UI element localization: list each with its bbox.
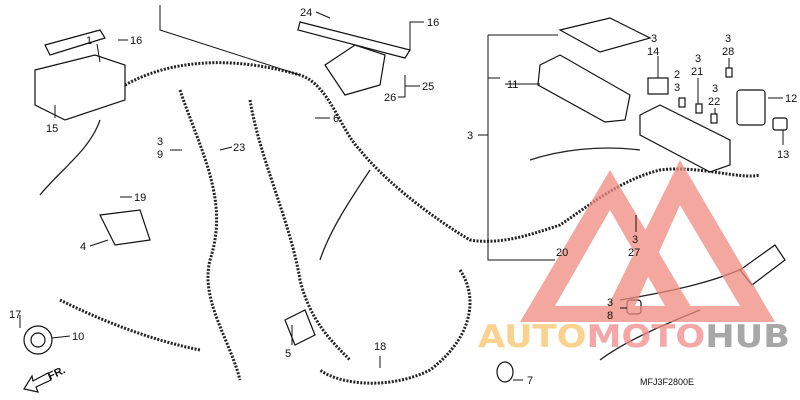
callout-22: 22 (708, 96, 720, 108)
callout-9: 9 (157, 149, 163, 161)
callout-3: 3 (607, 297, 613, 309)
callout-4: 4 (80, 241, 86, 253)
fuse-28 (725, 67, 733, 78)
callout-14: 14 (647, 46, 659, 58)
watermark-moto: MOTO (587, 319, 706, 355)
fuse-box-cover (537, 54, 631, 123)
callout-1: 1 (86, 35, 92, 47)
callout-6: 6 (333, 113, 339, 125)
callout-15: 15 (46, 123, 58, 135)
front-label: FR. (46, 364, 67, 382)
callout-3: 3 (467, 130, 473, 142)
callout-16: 16 (427, 17, 439, 29)
fuse-22 (710, 113, 718, 124)
callout-3: 3 (695, 53, 701, 65)
fuse-box (639, 104, 731, 173)
callout-13: 13 (777, 149, 789, 161)
callout-20: 20 (556, 247, 568, 259)
callout-25: 25 (422, 81, 434, 93)
bracket-4 (99, 209, 151, 246)
watermark-hub: HUB (705, 319, 790, 355)
callout-28: 28 (722, 46, 734, 58)
callout-labels: 1 16 15 24 16 25 26 6 3 9 23 19 4 17 10 … (9, 7, 797, 387)
stay-bracket (297, 21, 411, 59)
callout-5: 5 (285, 348, 291, 360)
callout-21: 21 (691, 66, 703, 78)
leader-lines (19, 5, 784, 381)
callout-3: 3 (632, 234, 638, 246)
parts (23, 17, 788, 383)
callout-18: 18 (374, 341, 386, 353)
relay-12 (736, 89, 766, 126)
clamp-7 (496, 361, 514, 383)
callout-26: 26 (384, 92, 396, 104)
callout-10: 10 (72, 331, 84, 343)
front-arrow-icon (23, 372, 52, 393)
ecu-unit (34, 54, 126, 121)
drawing-code: MFJ3F2800E (640, 377, 694, 387)
callout-12: 12 (785, 93, 797, 105)
callout-17: 17 (9, 309, 21, 321)
callout-23: 23 (233, 142, 245, 154)
bracket-5 (284, 309, 316, 346)
callout-7: 7 (527, 375, 533, 387)
callout-8: 8 (607, 310, 613, 322)
fuse-2 (678, 97, 686, 108)
callout-19: 19 (134, 192, 146, 204)
callout-11: 11 (507, 79, 518, 91)
callout-27: 27 (628, 247, 640, 259)
relay (647, 77, 669, 95)
fuse-box-lid (558, 17, 652, 53)
callout-3: 3 (674, 82, 680, 94)
callout-3: 3 (725, 33, 731, 45)
callout-3: 3 (712, 83, 718, 95)
bracket (44, 29, 106, 56)
watermark-auto: AUTO (478, 319, 587, 355)
callout-16: 16 (130, 35, 142, 47)
unit-cover (324, 44, 386, 96)
callout-2: 2 (674, 69, 680, 81)
connector-13 (772, 117, 788, 131)
fuse-21 (695, 103, 703, 114)
callout-3: 3 (157, 136, 163, 148)
front-direction-indicator: FR. (23, 364, 67, 393)
callout-24: 24 (300, 7, 312, 19)
callout-3: 3 (651, 33, 657, 45)
